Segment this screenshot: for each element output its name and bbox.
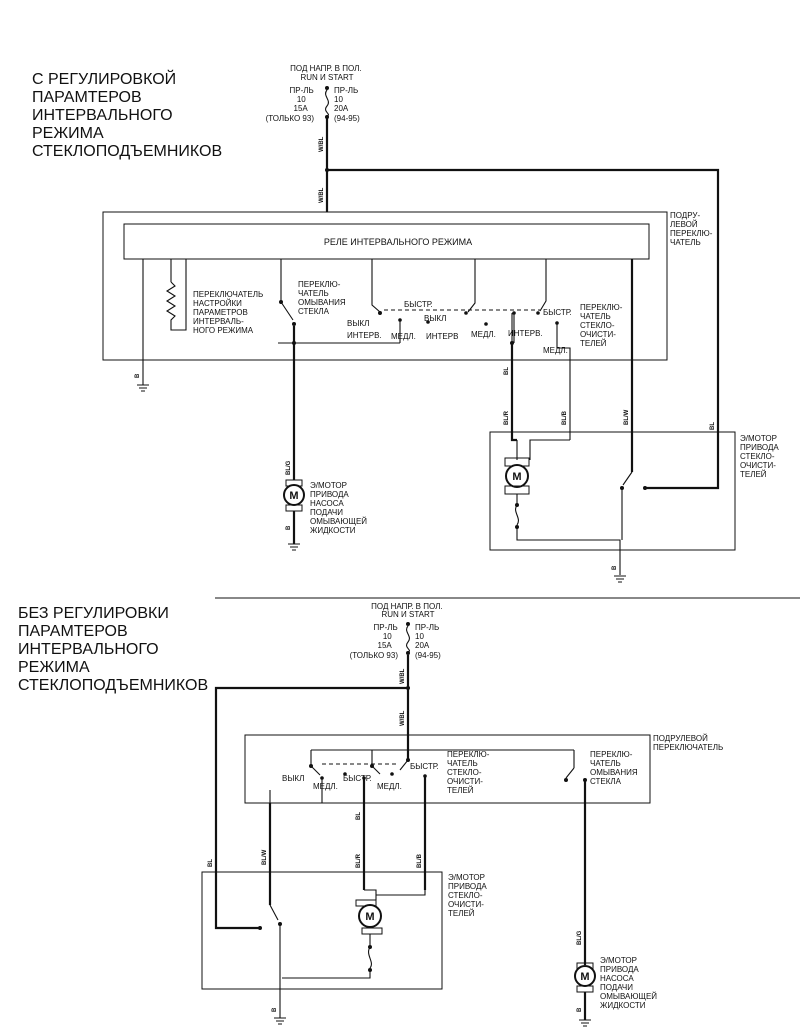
bottom-wire-bl-r: BL/R xyxy=(356,853,362,868)
bottom-wire-bl: BL xyxy=(208,859,214,867)
top-interval-switch-label: ПЕРЕКЛЮЧАТЕЛЬ НАСТРОЙКИ ПАРАМЕТРОВ ИНТЕР… xyxy=(193,290,265,335)
top-wire-b-2: B xyxy=(286,525,292,530)
top-wire-w-bl-1: W/BL xyxy=(319,136,325,152)
top-wire-b-1: B xyxy=(135,373,141,378)
top-title: С РЕГУЛИРОВКОЙ ПАРАМТЕРОВ ИНТЕРВАЛЬНОГО … xyxy=(32,69,222,160)
top-wire-bl-r: BL/R xyxy=(504,410,510,425)
top-wire-bl-b: BL/B xyxy=(562,410,568,425)
top-power-label: ПОД НАПР. В ПОЛ. RUN И START xyxy=(290,64,364,82)
top-column-switch-label: ПОДРУ- ЛЕВОЙ ПЕРЕКЛЮ- ЧАТЕЛЬ xyxy=(670,211,715,247)
bottom-pump-motor-icon: M xyxy=(574,962,596,993)
top-wiper-motor-label: Э/МОТОР ПРИВОДА СТЕКЛО- ОЧИСТИ- ТЕЛЕЙ xyxy=(740,434,781,479)
top-wire-b-3: B xyxy=(612,565,618,570)
top-pos-interv-3: ИНТЕРВ. xyxy=(508,329,543,338)
top-wire-bl-g: BL/G xyxy=(286,460,292,475)
top-pump-motor-label: Э/МОТОР ПРИВОДА НАСОСА ПОДАЧИ ОМЫВАЮЩЕЙ … xyxy=(310,481,369,535)
bottom-fuse-right-label: ПР-ЛЬ 10 20А (94-95) xyxy=(415,623,441,660)
bottom-pump-motor-label: Э/МОТОР ПРИВОДА НАСОСА ПОДАЧИ ОМЫВАЮЩЕЙ … xyxy=(600,956,659,1010)
bottom-pos-fast-2: БЫСТР. xyxy=(410,762,439,771)
top-section: С РЕГУЛИРОВКОЙ ПАРАМТЕРОВ ИНТЕРВАЛЬНОГО … xyxy=(32,64,781,583)
top-wiper-switch-label: ПЕРЕКЛЮ- ЧАТЕЛЬ СТЕКЛО- ОЧИСТИ- ТЕЛЕЙ xyxy=(580,303,625,348)
top-wire-w-bl-2: W/BL xyxy=(319,187,325,203)
bottom-section: БЕЗ РЕГУЛИРОВКИ ПАРАМТЕРОВ ИНТЕРВАЛЬНОГО… xyxy=(18,602,723,1027)
top-wire-bl-2: BL xyxy=(710,422,716,430)
bottom-fuse-icon xyxy=(406,622,410,655)
bottom-wire-bl-1: BL xyxy=(356,812,362,820)
bottom-wiper-motor-box xyxy=(201,871,443,990)
top-wire-bl-w: BL/W xyxy=(624,409,630,425)
bottom-wiper-motor-label: Э/МОТОР ПРИВОДА СТЕКЛО- ОЧИСТИ- ТЕЛЕЙ xyxy=(448,873,489,918)
bottom-wire-bl-b: BL/B xyxy=(417,853,423,868)
bottom-wire-b-2: B xyxy=(577,1007,583,1012)
top-relay-box xyxy=(123,223,650,260)
top-pos-interv-2: ИНТЕРВ xyxy=(426,332,458,341)
top-fuse-icon xyxy=(325,86,329,119)
bottom-wire-bl-w: BL/W xyxy=(262,849,268,865)
bottom-wire-bl-g: BL/G xyxy=(577,930,583,945)
top-pos-interv-1: ИНТЕРВ. xyxy=(347,331,382,340)
top-wiper-motor-icon: M xyxy=(504,457,530,495)
top-pos-slow-1: МЕДЛ. xyxy=(391,332,416,341)
top-pos-off-2: ВЫКЛ xyxy=(424,314,446,323)
top-ground-icon-1 xyxy=(137,384,149,392)
bottom-wire-w-bl-2: W/BL xyxy=(400,710,406,726)
bottom-title: БЕЗ РЕГУЛИРОВКИ ПАРАМТЕРОВ ИНТЕРВАЛЬНОГО… xyxy=(18,605,208,694)
top-wiper-motor-box xyxy=(489,431,736,551)
bottom-pos-fast-1: БЫСТР. xyxy=(343,774,372,783)
bottom-pos-slow-2: МЕДЛ. xyxy=(377,782,402,791)
svg-text:M: M xyxy=(580,971,589,983)
bottom-column-switch-box xyxy=(244,734,651,804)
bottom-wiper-motor-icon: M xyxy=(355,899,383,935)
top-ground-icon-3 xyxy=(614,575,626,583)
svg-text:M: M xyxy=(512,471,521,483)
bottom-wire-w-bl-1: W/BL xyxy=(400,668,406,684)
bottom-wire-b-1: B xyxy=(272,1007,278,1012)
bottom-pos-slow-1: МЕДЛ. xyxy=(313,782,338,791)
bottom-fuse-left-label: ПР-ЛЬ 10 15А (ТОЛЬКО 93) xyxy=(350,623,400,660)
top-pos-off-1: ВЫКЛ xyxy=(347,319,369,328)
bottom-pos-off: ВЫКЛ xyxy=(282,774,304,783)
top-relay-label: РЕЛЕ ИНТЕРВАЛЬНОГО РЕЖИМА xyxy=(324,237,472,247)
top-interval-resistor xyxy=(165,281,177,331)
bottom-ground-icon-1 xyxy=(274,1017,286,1025)
bottom-ground-icon-2 xyxy=(579,1019,591,1027)
top-wire-bl-1: BL xyxy=(504,367,510,375)
top-fuse-left-label: ПР-ЛЬ 10 15А (ТОЛЬКО 93) xyxy=(266,86,316,123)
top-pos-slow-2: МЕДЛ. xyxy=(471,330,496,339)
bottom-power-label: ПОД НАПР. В ПОЛ. RUN И START xyxy=(371,602,445,619)
svg-text:M: M xyxy=(365,911,374,923)
top-column-switch-box xyxy=(102,211,668,361)
bottom-wiper-switch-label: ПЕРЕКЛЮ- ЧАТЕЛЬ СТЕКЛО- ОЧИСТИ- ТЕЛЕЙ xyxy=(447,750,492,795)
top-pump-motor-icon: M xyxy=(283,479,305,512)
bottom-washer-switch-label: ПЕРЕКЛЮ- ЧАТЕЛЬ ОМЫВАНИЯ СТЕКЛА xyxy=(590,750,640,786)
top-washer-switch-blade xyxy=(280,301,294,321)
top-ground-icon-2 xyxy=(288,543,300,551)
top-washer-switch-label: ПЕРЕКЛЮ- ЧАТЕЛЬ ОМЫВАНИЯ СТЕКЛА xyxy=(298,280,348,316)
top-pos-fast-1: БЫСТР. xyxy=(404,300,433,309)
bottom-column-switch-label: ПОДРУЛЕВОЙ ПЕРЕКЛЮЧАТЕЛЬ xyxy=(653,734,723,752)
top-fuse-right-label: ПР-ЛЬ 10 20А (94-95) xyxy=(334,86,360,123)
svg-text:M: M xyxy=(289,490,298,502)
top-pos-slow-3: МЕДЛ. xyxy=(543,346,568,355)
top-pos-fast-2: БЫСТР. xyxy=(543,308,572,317)
